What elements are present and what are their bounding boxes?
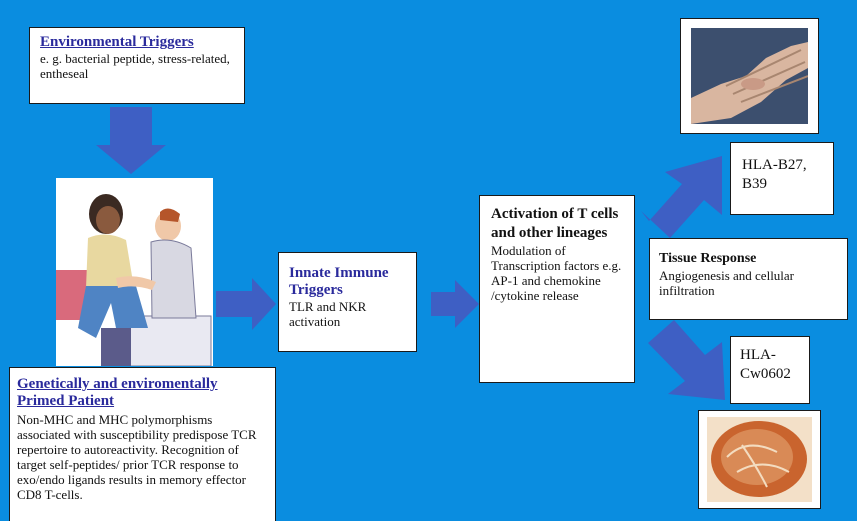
skin-photo-frame: [698, 410, 821, 509]
environmental-triggers-body: e. g. bacterial peptide, stress-related,…: [40, 51, 230, 81]
diagonal-down-arrow: [648, 320, 725, 400]
hla-b27-text: HLA-B27, B39: [742, 157, 807, 192]
activation-title: Activation of T cells and other lineages: [491, 206, 619, 241]
innate-immune-title: Innate Immune Triggers: [289, 265, 389, 298]
doctor-patient-icon: [56, 194, 212, 366]
right-arrow-1: [216, 278, 276, 330]
innate-immune-body: TLR and NKR activation: [289, 299, 367, 329]
hla-cw-box: HLA-Cw0602: [730, 336, 810, 404]
tissue-response-body: Angiogenesis and cellular infiltration: [659, 268, 795, 298]
hand-photo: [691, 28, 809, 124]
tissue-response-box: Tissue Response Angiogenesis and cellula…: [649, 238, 848, 320]
environmental-triggers-box: Environmental Triggers e. g. bacterial p…: [29, 27, 245, 104]
diagonal-up-arrow: [641, 156, 722, 238]
hla-b27-box: HLA-B27, B39: [730, 142, 834, 215]
primed-patient-box: Genetically and enviromentally Primed Pa…: [9, 367, 276, 521]
primed-patient-body: Non-MHC and MHC polymorphisms associated…: [17, 412, 257, 502]
down-arrow: [96, 107, 166, 174]
environmental-triggers-title: Environmental Triggers: [40, 34, 194, 50]
primed-patient-title: Genetically and enviromentally Primed Pa…: [17, 376, 218, 409]
psoriatic-plaque-photo: [707, 417, 812, 502]
innate-immune-box: Innate Immune Triggers TLR and NKR activ…: [278, 252, 417, 352]
activation-body: Modulation of Transcription factors e.g.…: [491, 243, 622, 303]
clinic-clipart: [56, 178, 213, 366]
tissue-response-title: Tissue Response: [659, 251, 757, 266]
hla-cw-text: HLA-Cw0602: [740, 347, 791, 382]
hand-photo-frame: [680, 18, 819, 134]
activation-box: Activation of T cells and other lineages…: [479, 195, 635, 383]
right-arrow-2: [431, 280, 479, 328]
